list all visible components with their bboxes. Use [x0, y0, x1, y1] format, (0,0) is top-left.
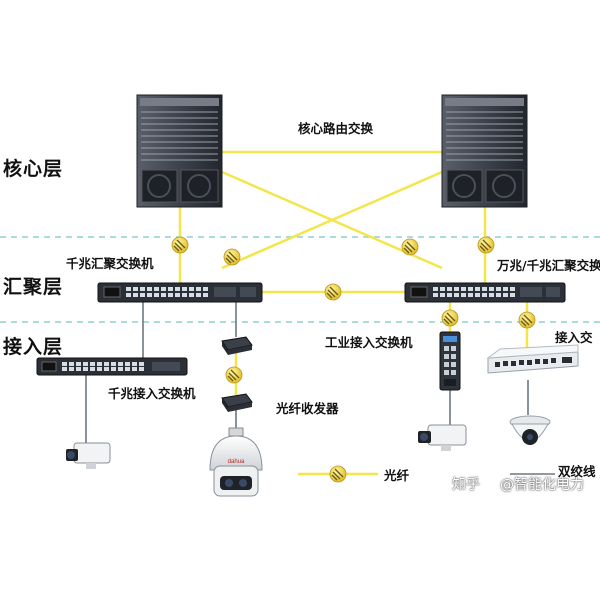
- fiber-connector: [324, 283, 342, 301]
- aggregation-switch-left: [97, 282, 263, 303]
- fiber-connector: [223, 248, 241, 266]
- dome-ptz-camera: dahua: [209, 427, 263, 497]
- legend-twisted-pair-label: 双绞线: [558, 464, 596, 479]
- fiber-legend-connector: [329, 465, 347, 483]
- core-switch-right: [441, 94, 528, 208]
- watermark-author: @智能化电力: [500, 477, 584, 493]
- watermark-platform: 知乎: [452, 477, 480, 493]
- label-access-switch-right: 接入交: [555, 330, 593, 345]
- label-industrial-access-switch: 工业接入交换机: [325, 335, 413, 350]
- fiber-transceiver-bottom: [221, 393, 253, 412]
- label-gigabit-access-switch: 千兆接入交换机: [108, 386, 196, 401]
- label-fiber-transceiver: 光纤收发器: [276, 401, 339, 416]
- layer-label-aggregation: 汇聚层: [3, 276, 64, 298]
- label-gigabit-agg-switch: 千兆汇聚交换机: [66, 256, 154, 271]
- fiber-connector: [518, 311, 536, 329]
- industrial-access-switch: [439, 331, 461, 391]
- legend-fiber-label: 光纤: [384, 468, 410, 483]
- bullet-camera-right: [418, 424, 467, 451]
- label-core-router: 核心路由交换: [298, 121, 374, 136]
- fiber-connector: [171, 236, 189, 254]
- access-switch-left: [36, 357, 188, 376]
- bullet-camera-left: [66, 442, 111, 469]
- layer-label-access: 接入层: [3, 336, 64, 358]
- svg-text:dahua: dahua: [228, 459, 245, 465]
- aggregation-switch-right: [404, 282, 566, 303]
- layer-label-core: 核心层: [3, 158, 64, 180]
- fiber-connector: [401, 238, 419, 256]
- label-tengig-agg-switch: 万兆/千兆汇聚交换: [497, 258, 600, 273]
- access-switch-right: [486, 344, 579, 374]
- fiber-connector: [441, 309, 459, 327]
- dome-camera-right: [509, 415, 551, 445]
- fiber-connector: [477, 236, 495, 254]
- fiber-core-right-to-agg-left: [221, 170, 443, 270]
- twisted-pair-links: [85, 302, 529, 443]
- fiber-transceiver-top: [221, 336, 253, 355]
- layer-dividers: [0, 236, 600, 323]
- core-switch-left: [136, 94, 223, 208]
- fiber-connector: [225, 366, 243, 384]
